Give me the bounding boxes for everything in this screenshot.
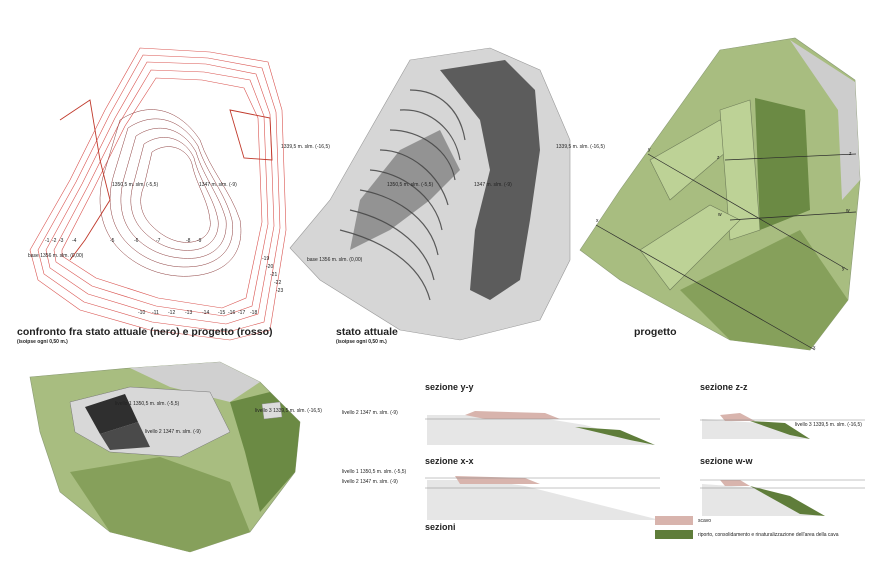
- sections-heading: sezioni: [425, 522, 456, 532]
- contour-tick-right-1: -20: [266, 264, 274, 270]
- confronto-label-liv3: 1339,5 m. slm. (-16,5): [281, 144, 330, 150]
- stato-label-liv3: 1339,5 m. slm. (-16,5): [556, 144, 605, 150]
- panel-progetto: y z z w w y x x progetto: [579, 0, 880, 360]
- progetto-mark-w2: w: [846, 208, 850, 214]
- confronto-label-liv2: 1347 m. slm. (-9): [199, 182, 237, 188]
- contour-tick-bottom-4: -14: [202, 310, 210, 316]
- section-xx-drawing: [425, 472, 660, 520]
- section-zz-title: sezione z-z: [700, 382, 748, 392]
- contour-tick-bottom-7: -17: [238, 310, 246, 316]
- section-xx-label2: livello 2 1347 m. slm. (-9): [342, 479, 398, 485]
- axon-label-liv3: livello 3 1339,5 m. slm. (-16,5): [255, 408, 322, 414]
- contour-tick-right-3: -22: [274, 280, 282, 286]
- contour-tick-right-4: -23: [276, 288, 284, 294]
- contour-tick-top-1: -2: [52, 238, 57, 244]
- progetto-mark-z2: z: [849, 151, 852, 157]
- contour-tick-top-8: -9: [197, 238, 202, 244]
- contour-tick-bottom-8: -18: [250, 310, 258, 316]
- contour-tick-right-0: -19: [262, 256, 270, 262]
- stato-terrain: [289, 47, 571, 341]
- legend-riporto-label: riporto, consolidamento e rinaturalizzaz…: [698, 532, 839, 538]
- stato-subtitle: (isoipse ogni 0,50 m.): [336, 339, 387, 345]
- section-ww-title: sezione w-w: [700, 456, 753, 466]
- contour-tick-bottom-5: -15: [218, 310, 226, 316]
- panel-axon: livello 1 1350,5 m. slm. (-5,5) livello …: [29, 361, 322, 562]
- confronto-contour-map: [29, 47, 287, 341]
- contour-tick-right-2: -21: [270, 272, 278, 278]
- section-yy-drawing: [425, 405, 660, 445]
- confronto-title: confronto fra stato attuale (nero) e pro…: [17, 326, 273, 338]
- confronto-label-liv1: 1350,5 m. slm. (-5,5): [112, 182, 159, 188]
- axon-label-liv2: livello 2 1347 m. slm. (-9): [145, 429, 201, 435]
- contour-tick-top-4: -5: [110, 238, 115, 244]
- contour-tick-top-5: -6: [134, 238, 139, 244]
- progetto-render: [579, 37, 861, 351]
- legend-riporto-swatch: [655, 530, 693, 539]
- stato-label-liv2: 1347 m. slm. (-9): [474, 182, 512, 188]
- contour-tick-top-2: -3: [59, 238, 64, 244]
- progetto-title: progetto: [634, 326, 677, 338]
- contour-tick-bottom-6: -16: [228, 310, 236, 316]
- panel-stato: base 1356 m. slm. (0,00) 1350,5 m. slm. …: [289, 0, 605, 360]
- section-zz-drawing: [700, 409, 865, 439]
- contour-tick-bottom-3: -13: [185, 310, 193, 316]
- progetto-mark-z1: z: [717, 155, 720, 161]
- section-ww-drawing: [700, 478, 865, 516]
- progetto-mark-x2: x: [813, 345, 816, 351]
- contour-tick-top-6: -7: [156, 238, 161, 244]
- legend-scavo-swatch: [655, 516, 693, 525]
- progetto-mark-y1: y: [648, 147, 651, 153]
- confronto-label-base: base 1356 m. slm. (0,00): [28, 253, 84, 259]
- stato-label-base: base 1356 m. slm. (0,00): [307, 257, 363, 263]
- contour-tick-top-7: -8: [186, 238, 191, 244]
- progetto-mark-w1: w: [718, 212, 722, 218]
- section-zz-label: livello 3 1339,5 m. slm. (-16,5): [795, 422, 862, 428]
- axon-label-liv1: livello 1 1350,5 m. slm. (-5,5): [115, 401, 180, 407]
- contour-tick-top-0: -1: [45, 238, 50, 244]
- sections-area: sezione y-y livello 2 1347 m. slm. (-9) …: [330, 380, 880, 574]
- section-yy-label: livello 2 1347 m. slm. (-9): [342, 410, 398, 416]
- section-yy-title: sezione y-y: [425, 382, 474, 392]
- contour-tick-bottom-1: -11: [152, 310, 159, 316]
- legend-scavo-label: scavo: [698, 518, 712, 524]
- panel-confronto: base 1356 m. slm. (0,00) 1350,5 m. slm. …: [0, 0, 330, 360]
- section-xx-label1: livello 1 1350,5 m. slm. (-5,5): [342, 469, 407, 475]
- contour-tick-bottom-2: -12: [168, 310, 176, 316]
- contour-tick-bottom-0: -10: [138, 310, 146, 316]
- section-xx-title: sezione x-x: [425, 456, 474, 466]
- progetto-mark-y2: y: [842, 266, 845, 272]
- axon-render: [29, 361, 301, 553]
- confronto-subtitle: (isoipse ogni 0,50 m.): [17, 339, 68, 345]
- progetto-mark-x1: x: [596, 218, 599, 224]
- stato-label-liv1: 1350,5 m. slm. (-5,5): [387, 182, 434, 188]
- contour-tick-top-3: -4: [72, 238, 77, 244]
- stato-title: stato attuale: [336, 326, 398, 338]
